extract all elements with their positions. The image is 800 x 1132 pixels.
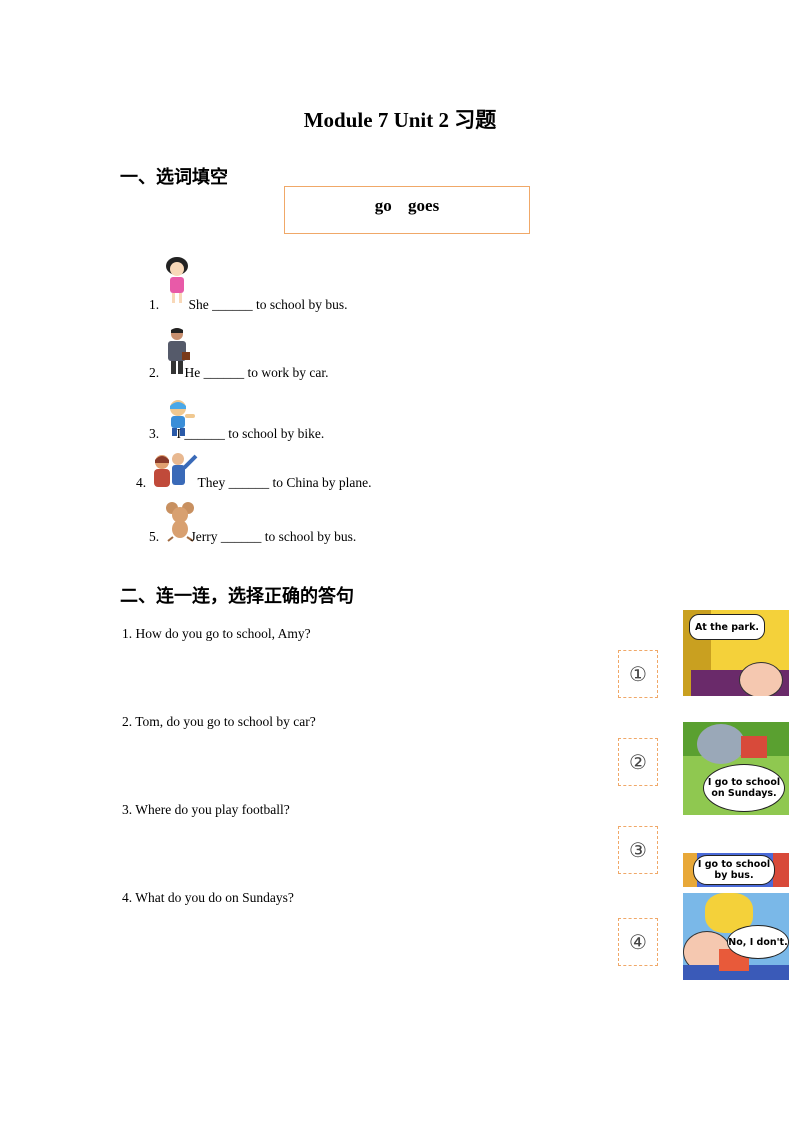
word-box: go goes [284, 186, 530, 234]
people-icon [154, 453, 198, 487]
answer-marker-1[interactable]: ① [618, 650, 658, 698]
comic-panel-2: I go to school on Sundays. [683, 722, 789, 815]
fill-item: 5. Jerry ______ to school by bus. [149, 529, 356, 545]
item-number: 1. [149, 297, 160, 312]
comic-panel-4: No, I don't. [683, 893, 789, 980]
girl-icon [166, 257, 188, 303]
section-1-heading: 一、选词填空 [120, 167, 228, 188]
fill-item: 1. She ______ to school by bus. [149, 297, 348, 313]
speech-bubble: No, I don't. [727, 925, 789, 959]
word-option: go [374, 196, 392, 215]
item-text: Jerry ______ to school by bus. [190, 529, 357, 544]
answer-marker-4[interactable]: ④ [618, 918, 658, 966]
item-number: 2. [149, 365, 160, 380]
item-number: 4. [136, 475, 147, 490]
word-option: goes [408, 196, 440, 215]
question-1: 1. How do you go to school, Amy? [122, 626, 311, 641]
speech-bubble: I go to school by bus. [693, 855, 775, 885]
answer-marker-2[interactable]: ② [618, 738, 658, 786]
comic-panel-3: I go to school by bus. [683, 853, 789, 887]
item-text: They ______ to China by plane. [197, 475, 372, 490]
item-number: 3. [149, 426, 160, 441]
fill-item: 4. They ______ to China by plane. [136, 475, 371, 491]
page-title: Module 7 Unit 2 习题 [303, 108, 497, 132]
comic-panel-1: At the park. [683, 610, 789, 696]
fill-item: 2. He ______ to work by car. [149, 365, 328, 381]
man-icon [168, 328, 190, 374]
item-text: He ______ to work by car. [184, 365, 329, 380]
speech-bubble: I go to school on Sundays. [703, 764, 785, 812]
question-3: 3. Where do you play football? [122, 802, 290, 817]
boy-icon [170, 400, 195, 436]
question-4: 4. What do you do on Sundays? [122, 890, 294, 905]
speech-bubble: At the park. [689, 614, 765, 640]
question-2: 2. Tom, do you go to school by car? [122, 714, 316, 729]
mouse-icon [166, 502, 194, 542]
item-number: 5. [149, 529, 160, 544]
section-2-heading: 二、连一连，选择正确的答句 [120, 586, 354, 607]
item-text: I ______ to school by bike. [176, 426, 325, 441]
item-text: She ______ to school by bus. [188, 297, 348, 312]
fill-item: 3. I ______ to school by bike. [149, 426, 324, 442]
answer-marker-3[interactable]: ③ [618, 826, 658, 874]
